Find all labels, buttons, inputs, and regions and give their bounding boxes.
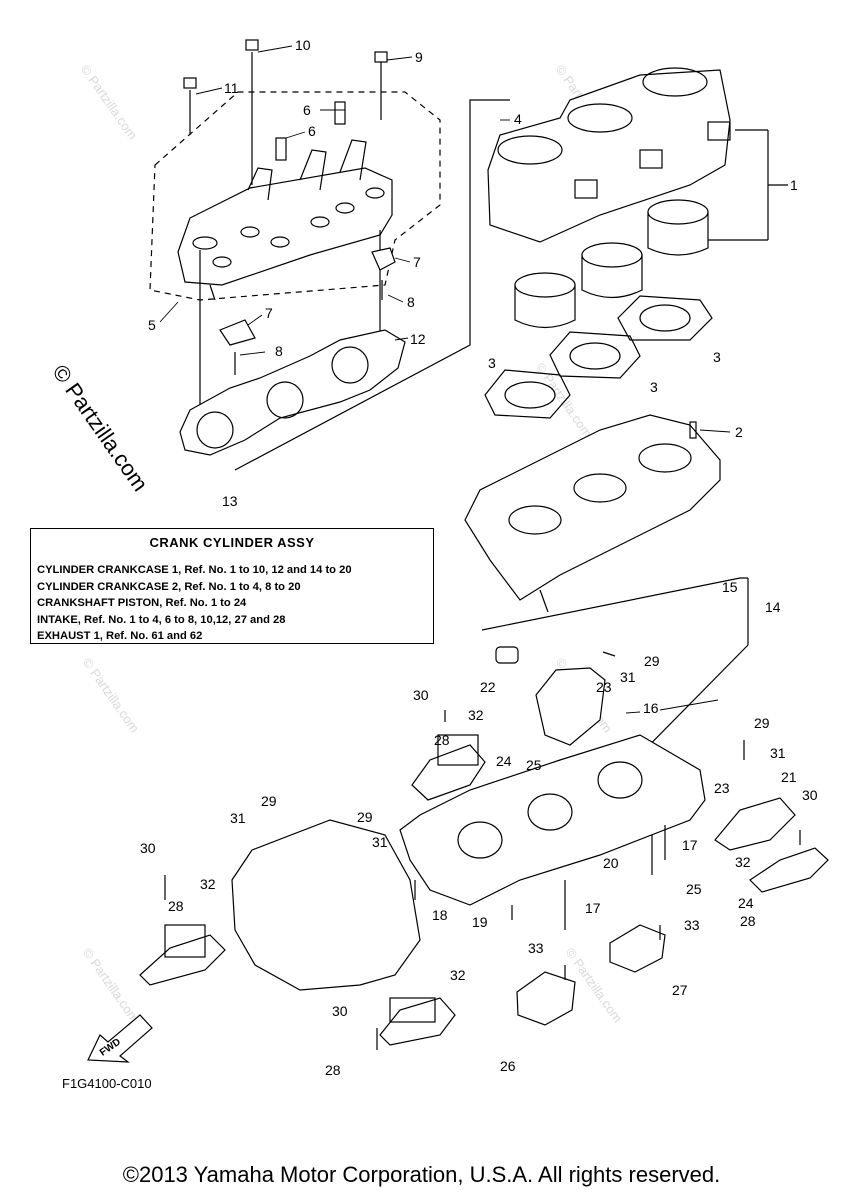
callout-28: 28: [740, 913, 756, 929]
callout-7: 7: [413, 254, 421, 270]
callout-25: 25: [686, 881, 702, 897]
callout-8: 8: [407, 294, 415, 310]
reference-line: CYLINDER CRANKCASE 2, Ref. No. 1 to 4, 8…: [37, 580, 301, 593]
callout-24: 24: [738, 895, 754, 911]
callout-4: 4: [514, 111, 522, 127]
callout-7: 7: [265, 305, 273, 321]
callout-32: 32: [450, 967, 466, 983]
callout-25: 25: [526, 757, 542, 773]
callout-15: 15: [722, 579, 738, 595]
drawing-code: F1G4100-C010: [62, 1076, 152, 1091]
reference-box-title: CRANK CYLINDER ASSY: [149, 535, 315, 550]
callout-28: 28: [168, 898, 184, 914]
callout-33: 33: [684, 917, 700, 933]
copyright-footer: ©2013 Yamaha Motor Corporation, U.S.A. A…: [122, 1162, 721, 1187]
callout-32: 32: [468, 707, 484, 723]
callout-30: 30: [140, 840, 156, 856]
callout-31: 31: [770, 745, 786, 761]
reference-line: EXHAUST 1, Ref. No. 61 and 62: [37, 630, 203, 642]
fwd-arrow-icon: [87, 1014, 153, 1063]
callout-21: 21: [781, 769, 797, 785]
callout-3: 3: [488, 355, 496, 371]
callout-32: 32: [200, 876, 216, 892]
callout-3: 3: [713, 349, 721, 365]
callout-27: 27: [672, 982, 688, 998]
cylinder-block-part: [487, 67, 731, 243]
callout-6: 6: [308, 123, 316, 139]
callout-33: 33: [528, 940, 544, 956]
piston-part: [514, 199, 709, 329]
callout-19: 19: [472, 914, 488, 930]
reference-line: INTAKE, Ref. No. 1 to 4, 6 to 8, 10,12, …: [37, 613, 286, 626]
reference-box-lines: CYLINDER CRANKCASE 1, Ref. No. 1 to 10, …: [37, 562, 435, 645]
callout-6: 6: [303, 102, 311, 118]
callout-23: 23: [596, 679, 612, 695]
callout-2: 2: [735, 424, 743, 440]
callout-28: 28: [434, 732, 450, 748]
callout-24: 24: [496, 753, 512, 769]
callout-9: 9: [415, 49, 423, 65]
callout-31: 31: [372, 834, 388, 850]
callout-labels: 1 2 3 3 3 4 5 6 6 7 7 8 8 9 10 11 12 13 …: [98, 37, 818, 1078]
cylinder-head-part: [177, 139, 393, 301]
callout-31: 31: [620, 669, 636, 685]
callout-20: 20: [603, 855, 619, 871]
callout-5: 5: [148, 317, 156, 333]
callout-3: 3: [650, 379, 658, 395]
callout-29: 29: [261, 793, 277, 809]
callout-13: 13: [222, 493, 238, 509]
reference-line: CYLINDER CRANKCASE 1, Ref. No. 1 to 10, …: [37, 564, 352, 576]
callout-17: 17: [585, 900, 601, 916]
callout-1: 1: [790, 177, 798, 193]
reference-box: [30, 528, 434, 644]
callout-29: 29: [357, 809, 373, 825]
callout-23: 23: [714, 780, 730, 796]
callout-8: 8: [275, 343, 283, 359]
callout-17: 17: [682, 837, 698, 853]
reference-line: CRANKSHAFT PISTON, Ref. No. 1 to 24: [37, 597, 247, 609]
callout-28: 28: [325, 1062, 341, 1078]
head-gasket-part: [179, 329, 406, 456]
callout-14: 14: [765, 599, 781, 615]
callout-11: 11: [224, 80, 239, 96]
callout-29: 29: [754, 715, 770, 731]
callout-31: 31: [230, 810, 246, 826]
callout-30: 30: [802, 787, 818, 803]
callout-16: 16: [643, 700, 659, 716]
lower-crankcase-part: [399, 734, 706, 906]
callout-22: 22: [480, 679, 496, 695]
callout-10: 10: [295, 37, 311, 53]
callout-30: 30: [413, 687, 429, 703]
callout-18: 18: [432, 907, 448, 923]
callout-32: 32: [735, 854, 751, 870]
intake-cover-part: [231, 819, 421, 991]
callout-29: 29: [644, 653, 660, 669]
callout-30: 30: [332, 1003, 348, 1019]
callout-26: 26: [500, 1058, 516, 1074]
callout-12: 12: [410, 331, 426, 347]
upper-crankcase-part: [464, 414, 721, 613]
